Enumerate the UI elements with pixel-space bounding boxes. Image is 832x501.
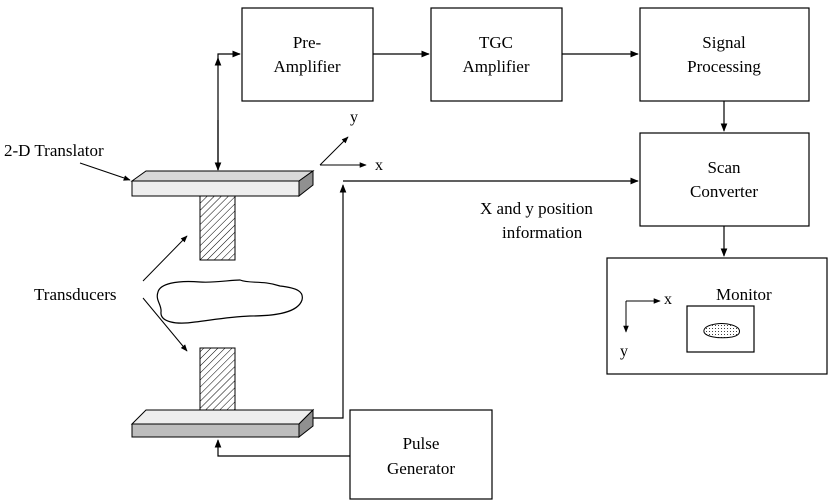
- scan-converter-label-1: Scan: [707, 158, 741, 177]
- tissue-sample: [156, 279, 303, 324]
- arrow-lower-bar-to-position: [313, 184, 347, 419]
- scan-converter-block: Scan Converter: [639, 132, 810, 227]
- position-label-2: information: [502, 223, 583, 242]
- arrow-transducer-to-preamp: [217, 50, 241, 170]
- lower-translator-bar: [130, 408, 315, 439]
- scan-converter-label-2: Converter: [690, 182, 758, 201]
- transducers-label: Transducers: [34, 285, 116, 304]
- pre-amplifier-block: Pre- Amplifier: [241, 7, 374, 102]
- transducers-pointer-down: [142, 297, 188, 352]
- pre-amplifier-label-1: Pre-: [293, 33, 322, 52]
- translator-label: 2-D Translator: [4, 141, 104, 160]
- pulse-generator-label-1: Pulse: [403, 434, 440, 453]
- monitor-label: Monitor: [716, 285, 772, 304]
- pulse-generator-label-2: Generator: [387, 459, 455, 478]
- upper-transducer: [199, 195, 236, 261]
- monitor-x-label: x: [664, 291, 672, 308]
- position-label-1: X and y position: [480, 199, 593, 218]
- monitor-block: Monitor x y: [606, 257, 828, 375]
- transducers-pointer-up: [142, 235, 188, 282]
- monitor-image-blob: [703, 323, 740, 339]
- tgc-amplifier-block: TGC Amplifier: [430, 7, 563, 102]
- translator-pointer: [79, 162, 131, 181]
- top-x-label: x: [375, 157, 383, 174]
- tgc-amplifier-label-2: Amplifier: [462, 57, 529, 76]
- signal-processing-label-1: Signal: [702, 33, 746, 52]
- top-y-axis: [319, 136, 349, 166]
- arrow-pulse-to-lower-bar: [214, 439, 350, 457]
- upper-translator-bar: [130, 170, 315, 198]
- top-y-label: y: [350, 109, 358, 126]
- signal-processing-block: Signal Processing: [639, 7, 810, 102]
- monitor-y-label: y: [620, 343, 628, 360]
- pre-amplifier-label-2: Amplifier: [273, 57, 340, 76]
- lower-transducer: [199, 347, 236, 411]
- pulse-generator-block: Pulse Generator: [349, 409, 493, 500]
- signal-processing-label-2: Processing: [687, 57, 761, 76]
- tgc-amplifier-label-1: TGC: [479, 33, 513, 52]
